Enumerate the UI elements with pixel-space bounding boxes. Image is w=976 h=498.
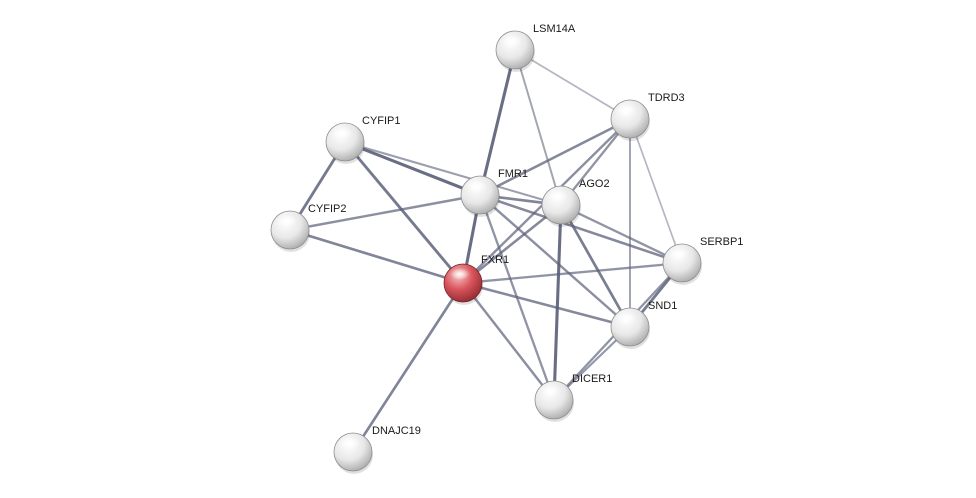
- node-label-snd1: SND1: [648, 300, 677, 312]
- node-label-cyfip1: CYFIP1: [362, 115, 401, 127]
- node-highlight: [450, 268, 470, 280]
- node-cyfip1[interactable]: CYFIP1: [325, 115, 401, 164]
- node-highlight: [467, 180, 487, 192]
- edge-cyfip1-ago2: [343, 140, 563, 207]
- node-highlight: [669, 248, 689, 260]
- node-serbp1[interactable]: SERBP1: [662, 236, 743, 285]
- node-ago2[interactable]: AGO2: [541, 178, 610, 227]
- node-fmr1[interactable]: FMR1: [460, 168, 528, 217]
- node-layer: LSM14A TDRD3CYFIP1FMR1AGO2CYFIP2SERBP1FXR…: [270, 23, 743, 474]
- node-label-ago2: AGO2: [579, 178, 610, 190]
- edge-lsm14a-tdrd3: [514, 49, 631, 120]
- edge-lsm14a-fmr1: [478, 48, 517, 197]
- edge-fmr1-serbp1: [478, 193, 684, 265]
- node-tdrd3[interactable]: TDRD3: [610, 92, 685, 141]
- edge-cyfip1-fmr1: [343, 140, 482, 197]
- node-highlight: [277, 215, 297, 227]
- edge-ago2-snd1: [559, 203, 632, 329]
- node-highlight: [541, 385, 561, 397]
- edge-fxr1-dnajc19: [351, 281, 465, 454]
- node-highlight: [548, 190, 568, 202]
- edge-cyfip2-fmr1: [288, 193, 482, 232]
- node-dicer1[interactable]: DICER1: [534, 373, 612, 422]
- edge-layer: [288, 48, 684, 454]
- node-label-fxr1: FXR1: [481, 254, 509, 266]
- edge-lsm14a-ago2: [514, 49, 562, 206]
- node-dnajc19[interactable]: DNAJC19: [333, 425, 421, 474]
- node-highlight: [502, 35, 522, 47]
- node-label-lsm14a: LSM14A: [533, 23, 576, 35]
- node-cyfip2[interactable]: CYFIP2: [270, 203, 347, 252]
- node-lsm14a[interactable]: LSM14A: [495, 23, 576, 72]
- node-highlight: [617, 312, 637, 324]
- node-highlight: [332, 127, 352, 139]
- node-label-serbp1: SERBP1: [700, 236, 743, 248]
- edge-ago2-serbp1: [559, 203, 684, 265]
- edge-tdrd3-fmr1: [478, 117, 632, 197]
- node-label-dnajc19: DNAJC19: [372, 425, 421, 437]
- edge-fmr1-snd1: [478, 193, 632, 329]
- node-highlight: [617, 104, 637, 116]
- edge-fxr1-snd1: [461, 281, 632, 329]
- edge-fxr1-dicer1: [461, 281, 556, 402]
- edge-ago2-fxr1: [461, 203, 563, 285]
- node-label-tdrd3: TDRD3: [648, 92, 685, 104]
- node-label-dicer1: DICER1: [572, 373, 612, 385]
- node-highlight: [340, 437, 360, 449]
- node-label-cyfip2: CYFIP2: [308, 203, 347, 215]
- edge-cyfip1-fxr1: [343, 140, 465, 285]
- edge-cyfip2-fxr1: [288, 228, 465, 285]
- node-label-fmr1: FMR1: [498, 168, 528, 180]
- edge-ago2-dicer1: [552, 203, 563, 402]
- node-fxr1[interactable]: FXR1: [443, 254, 509, 305]
- edge-fxr1-serbp1: [461, 261, 684, 285]
- node-snd1[interactable]: SND1: [610, 300, 677, 349]
- edge-tdrd3-serbp1: [629, 118, 683, 264]
